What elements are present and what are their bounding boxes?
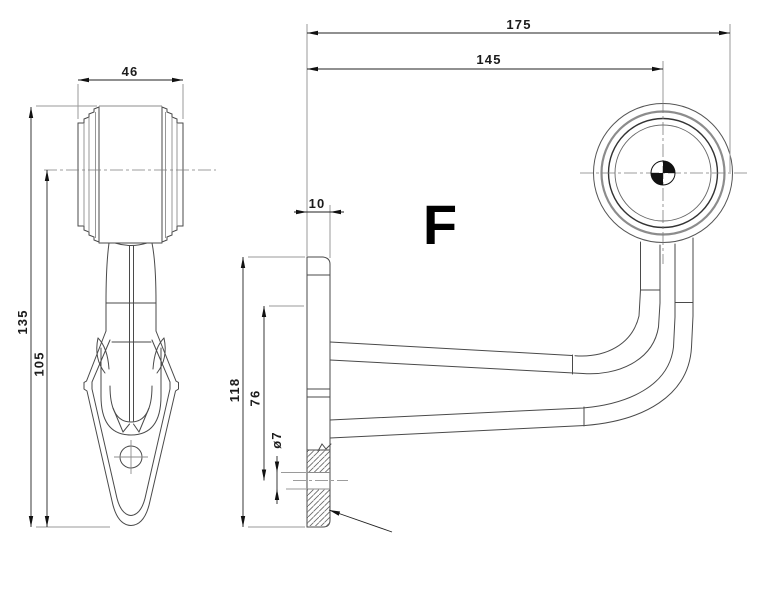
lamp-head-front (77, 105, 184, 246)
dim-label-hole-diameter: ø7 (269, 431, 284, 449)
center-mark (650, 160, 676, 186)
dim-overall-length: 175 (306, 17, 731, 256)
dim-label-hole-distance: 76 (248, 390, 263, 407)
mounting-surface-leader (328, 509, 393, 533)
dim-label-front-total-height: 135 (15, 309, 30, 334)
side-view: 175 145 10 118 (227, 17, 748, 533)
dim-front-total-height: 135 (15, 105, 110, 528)
dim-length-to-head-center: 145 (307, 52, 664, 100)
dim-head-width: 46 (77, 64, 184, 119)
dim-hole-diameter: ø7 (269, 431, 306, 504)
break-mark (317, 443, 332, 452)
dim-label-overall-length: 175 (506, 17, 531, 32)
dim-label-front-center-height: 105 (32, 351, 47, 376)
dim-label-head-width: 46 (122, 64, 139, 79)
dim-hole-distance: 76 (248, 305, 304, 481)
dim-label-length-to-head-center: 145 (476, 52, 501, 67)
lamp-arm-front (96, 242, 166, 436)
front-view: 46 135 105 (15, 64, 216, 528)
dim-front-center-height: 105 (32, 170, 50, 527)
section-hatch-lower (307, 489, 330, 526)
section-hatch-upper (307, 450, 330, 472)
lamp-head-side (580, 100, 748, 264)
view-label: F (423, 193, 457, 256)
bracket-front (83, 330, 179, 527)
dim-plate-height: 118 (227, 256, 305, 528)
lamp-arm-side (329, 237, 694, 439)
dim-plate-thickness: 10 (294, 196, 344, 258)
dim-label-plate-thickness: 10 (309, 196, 326, 211)
dim-label-plate-height: 118 (227, 378, 242, 403)
bracket-side (293, 256, 348, 528)
